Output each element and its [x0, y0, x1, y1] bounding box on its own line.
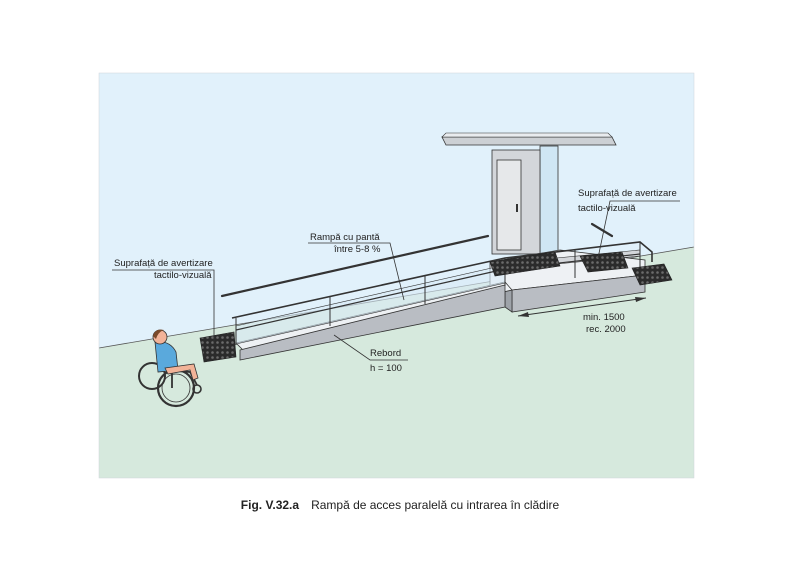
tactile-surface-end [631, 263, 673, 286]
label-curb-line2: h = 100 [370, 363, 402, 374]
label-warning-left-line1: Suprafață de avertizare [114, 258, 213, 269]
leader-curb [333, 334, 408, 361]
dimension-arrow-left [518, 312, 529, 317]
landing-dimension-line [517, 297, 647, 317]
leader-warning-left [112, 269, 215, 344]
entrance-canopy [441, 136, 617, 146]
figure-caption-text: Rampă de acces paralelă cu intrarea în c… [311, 498, 560, 512]
figure-caption: Fig. V.32.a Rampă de acces paralelă cu in… [0, 498, 800, 512]
wall-handrail [220, 234, 490, 298]
label-ramp-slope-line1: Rampă cu pantă [310, 232, 380, 243]
leader-ramp-slope [308, 242, 405, 301]
person-legs [164, 363, 199, 381]
ramp-side-face [239, 284, 506, 361]
label-ramp-slope-line2: între 5-8 % [333, 244, 381, 255]
label-curb-line1: Rebord [370, 348, 401, 359]
person-hair [153, 329, 164, 339]
wheelchair-side-wheel [138, 362, 166, 390]
door-handle [516, 204, 518, 212]
entrance-column-right [539, 145, 559, 255]
label-warning-right-line1: Suprafață de avertizare [578, 188, 677, 199]
tactile-surface-landing [489, 251, 561, 277]
frame-border [98, 72, 695, 479]
leader-warning-right [597, 200, 680, 259]
label-landing-length-line2: rec. 2000 [586, 324, 626, 335]
wheelchair-rear-wheel-ring [161, 373, 191, 403]
building-entrance [441, 132, 617, 255]
label-landing-length-line1: min. 1500 [583, 312, 625, 323]
wheelchair-user [138, 329, 202, 408]
tactile-surface-top [579, 251, 629, 273]
wall-handrail-upper [590, 222, 614, 238]
figure-number: Fig. V.32.a [240, 498, 300, 512]
canopy-top [441, 132, 613, 138]
label-warning-left-line2: tactilo-vizuală [154, 270, 212, 281]
dimension-arrow-right [635, 297, 646, 302]
tactile-surface-bottom [199, 331, 237, 363]
label-warning-right-line2: tactilo-vizuală [578, 203, 636, 214]
